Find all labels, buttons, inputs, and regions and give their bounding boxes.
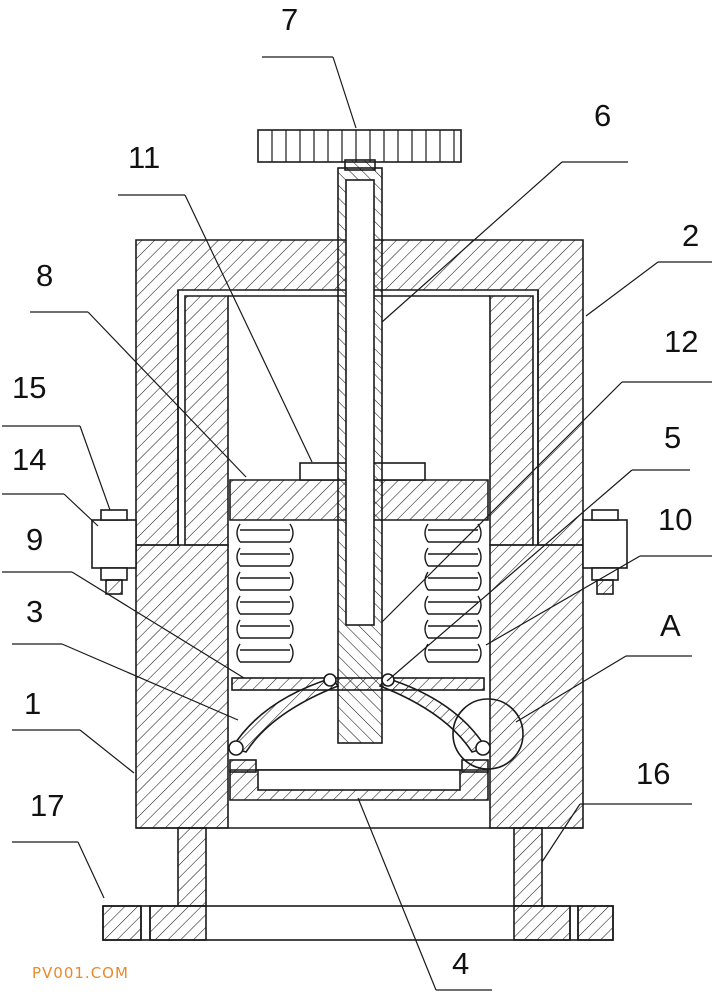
label-4: 4 [452,946,469,981]
label-10: 10 [658,502,692,537]
left-bolt [91,519,137,569]
left-spring [236,523,294,663]
leader-lines [2,56,712,991]
label-a: A [660,608,681,643]
left-leg [177,827,207,907]
right-sleeve [489,295,534,546]
label-1: 1 [24,686,41,721]
label-14: 14 [12,442,46,477]
label-5: 5 [664,420,681,455]
label-2: 2 [682,218,699,253]
label-11: 11 [128,140,160,175]
left-sleeve [184,295,229,546]
handwheel [257,129,462,163]
label-6: 6 [594,98,611,133]
detail-circle-a [452,698,524,770]
label-8: 8 [36,258,53,293]
label-3: 3 [26,594,43,629]
label-7: 7 [281,2,298,37]
label-15: 15 [12,370,46,405]
label-12: 12 [664,324,698,359]
label-17: 17 [30,788,64,823]
label-16: 16 [636,756,670,791]
lower-body [135,544,229,829]
right-spring [424,523,482,663]
right-leg [513,827,543,907]
watermark: PV001.COM [32,964,129,982]
label-9: 9 [26,522,43,557]
right-bolt [582,519,628,569]
